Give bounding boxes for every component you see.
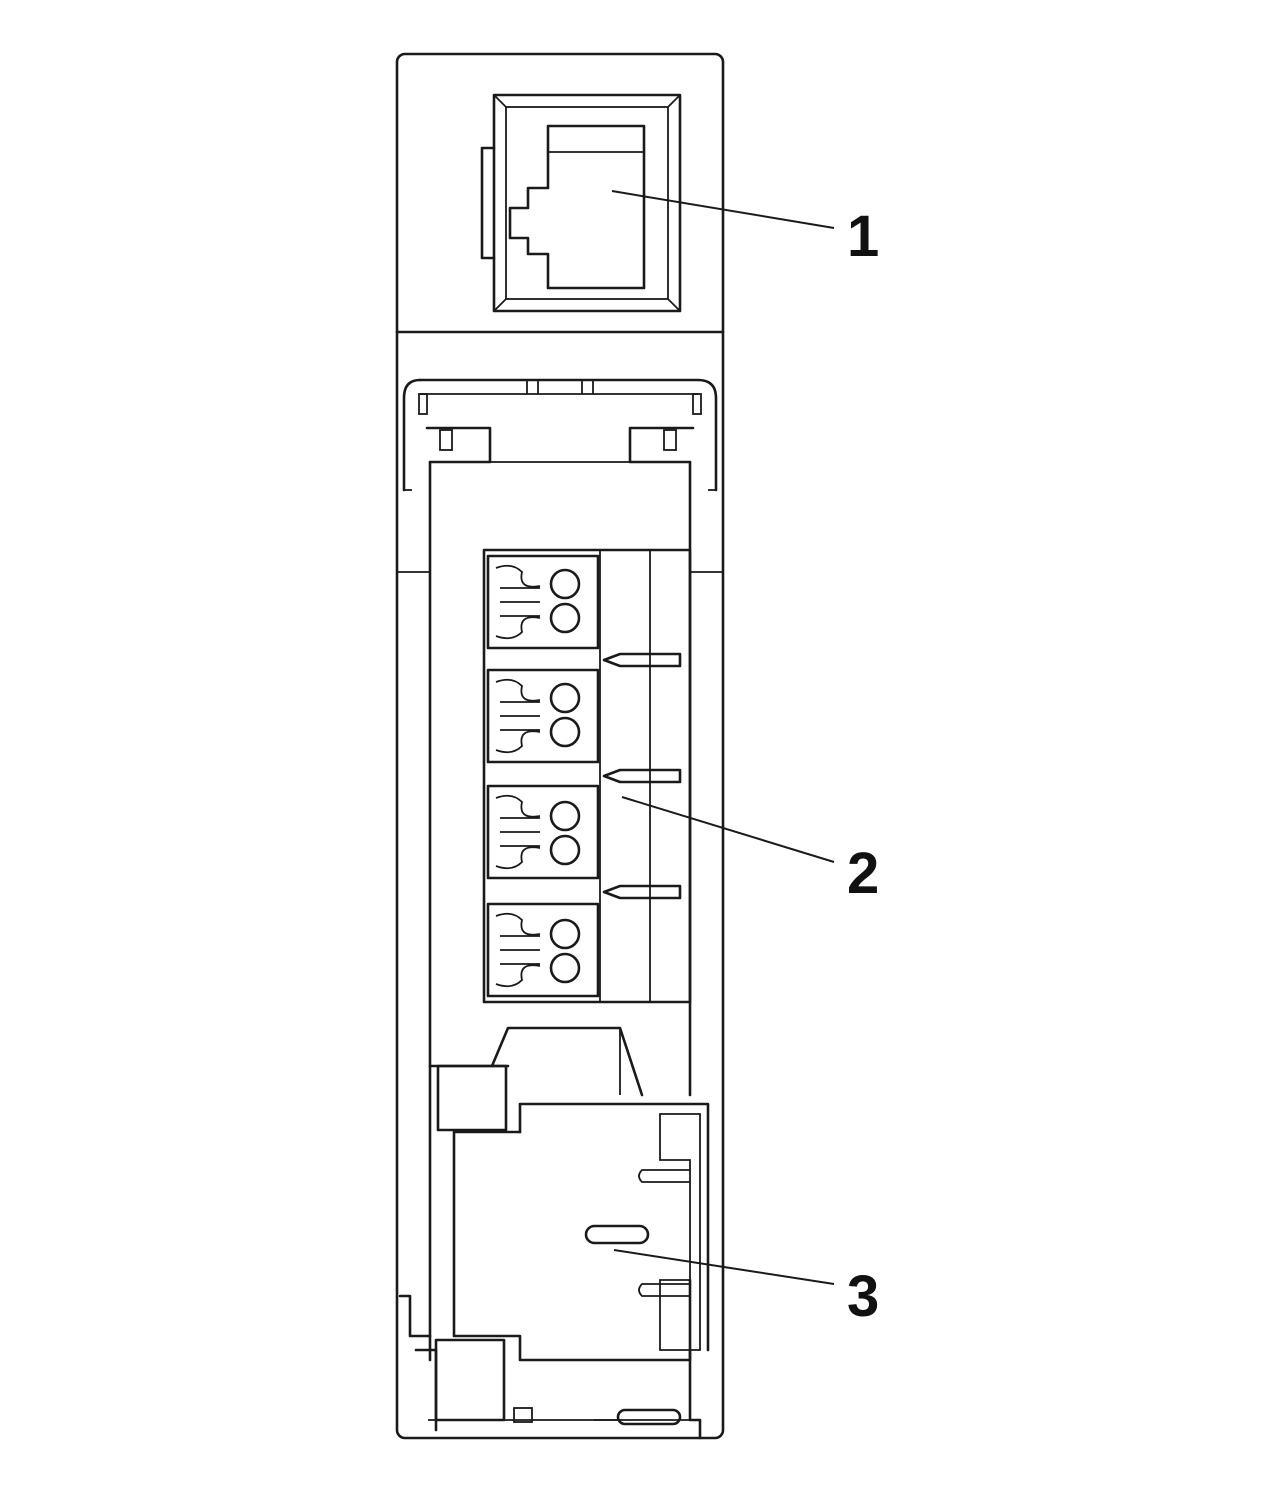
bottom-left-block — [434, 1338, 506, 1422]
callout-1-leader — [611, 190, 835, 229]
terminal-4-opening-b — [549, 952, 581, 984]
latch-right-foot — [628, 426, 695, 464]
bottom-left-clip — [398, 1294, 432, 1338]
callout-3-leader — [613, 1249, 835, 1285]
bottom-release-slot — [616, 1408, 682, 1426]
rj45-port — [480, 93, 682, 313]
housing-outline — [395, 52, 725, 1440]
latch-top-left — [402, 378, 422, 492]
terminal-2 — [486, 668, 600, 764]
housing — [395, 52, 725, 1440]
terminal-3 — [486, 784, 600, 880]
rj45-outer-frame — [492, 93, 682, 313]
connector-inner-body — [452, 1130, 692, 1362]
terminal-block — [482, 548, 692, 1004]
terminal-block-housing — [482, 548, 692, 1004]
callout-2-label: 2 — [847, 841, 879, 906]
release-slot-3 — [602, 884, 682, 900]
upper-latch — [402, 378, 718, 1362]
terminal-2-opening-b — [549, 716, 581, 748]
terminal-1 — [486, 554, 600, 650]
connector-ramp — [490, 1026, 644, 1097]
connector-pin-lower — [638, 1283, 690, 1297]
spring-clamp-3 — [495, 794, 541, 870]
terminal-1-opening-b — [549, 602, 581, 634]
spring-clamp-4 — [495, 912, 541, 988]
connector-pin-upper — [638, 1169, 690, 1183]
callout-2-leader — [621, 796, 835, 863]
terminal-4 — [486, 902, 600, 998]
spring-clamp-2 — [495, 678, 541, 754]
connector-slot — [584, 1224, 650, 1245]
release-slot-2 — [602, 768, 682, 784]
latch-top-right — [418, 378, 718, 492]
terminal-3-opening-b — [549, 834, 581, 866]
rj45-inner-frame — [505, 106, 669, 300]
rj45-latch-tab — [480, 146, 496, 260]
terminal-4-opening-a — [549, 918, 581, 950]
latch-left-foot — [425, 426, 492, 464]
release-slot-1 — [602, 652, 682, 668]
terminal-2-opening-a — [549, 682, 581, 714]
connector-left-block — [436, 1064, 508, 1132]
rj45-socket-opening — [508, 124, 646, 290]
terminal-3-opening-a — [549, 800, 581, 832]
terminal-1-opening-a — [549, 568, 581, 600]
callout-3-label: 3 — [847, 1264, 879, 1329]
spring-clamp-1 — [495, 564, 541, 640]
connector-frame-top — [518, 1102, 710, 1352]
bus-connector — [398, 1026, 710, 1440]
connector-contact-rail — [659, 1113, 701, 1351]
callout-1-label: 1 — [847, 204, 879, 269]
